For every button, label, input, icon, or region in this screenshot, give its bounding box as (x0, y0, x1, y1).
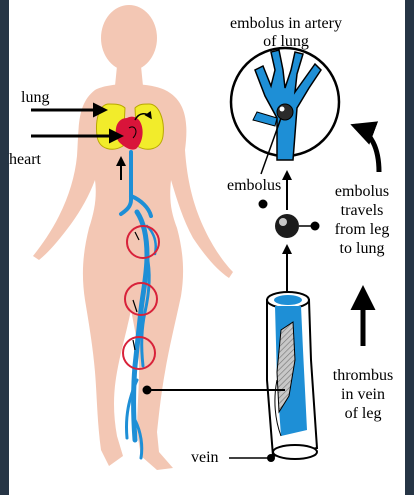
travel-curved-arrow (355, 126, 379, 172)
lung-label: lung (21, 88, 49, 107)
embolus-in-artery-label-line2: of lung (223, 32, 349, 51)
vein-label: vein (191, 448, 219, 467)
embolus-in-artery-label-line1: embolus in artery (223, 14, 349, 33)
travels-label-line4: to lung (327, 239, 397, 258)
thrombus-label-line1: thrombus (327, 366, 399, 385)
heart-label: heart (9, 150, 41, 169)
lung-artery-magnified (231, 48, 339, 174)
travels-label-line1: embolus (327, 182, 397, 201)
thrombus-label-line3: of leg (327, 404, 399, 423)
travels-label-line3: from leg (327, 220, 397, 239)
thrombus-label-line2: in vein (327, 385, 399, 404)
travels-label-line2: travels (327, 201, 397, 220)
embolus-label: embolus (227, 176, 281, 195)
diagram-panel: lung heart embolus in artery of lung emb… (9, 0, 405, 495)
